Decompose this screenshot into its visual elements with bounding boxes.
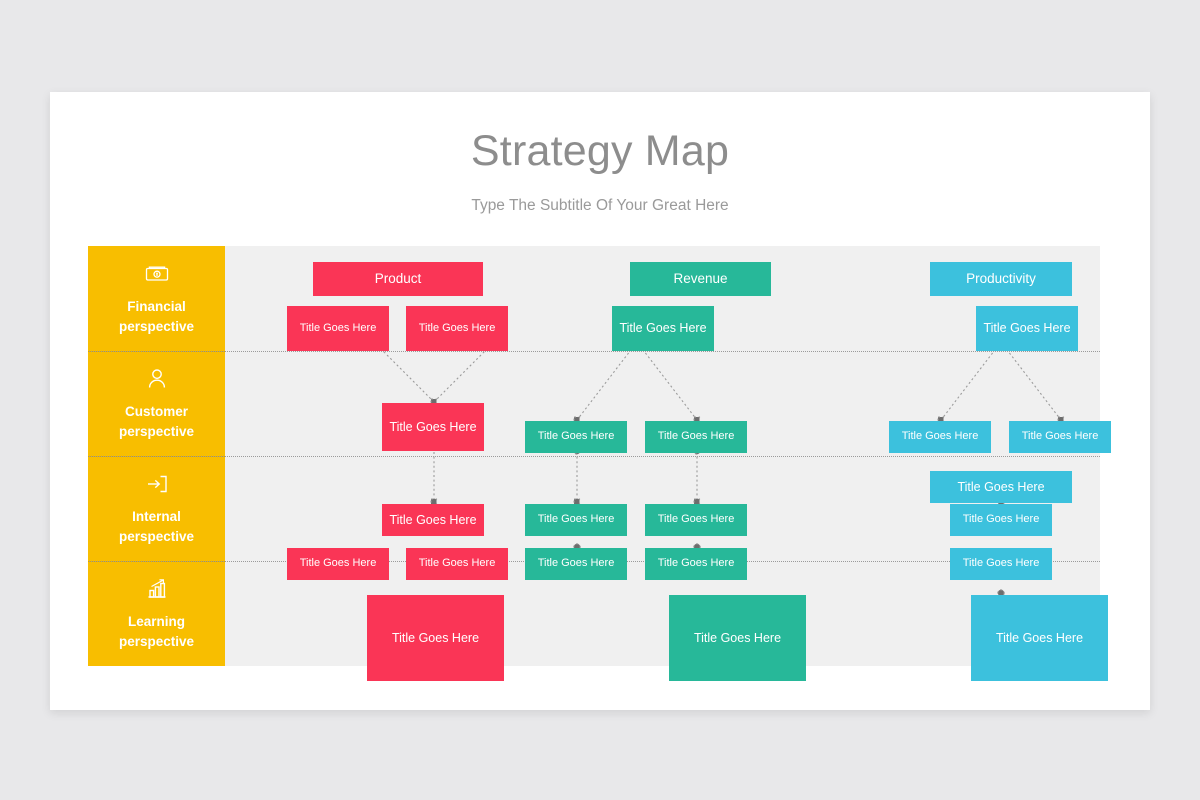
node-financial-red-1[interactable]: Title Goes Here (287, 306, 389, 351)
node-customer-red-1[interactable]: Title Goes Here (382, 403, 484, 451)
node-internal-red-3[interactable]: Title Goes Here (406, 548, 508, 580)
node-internal-red-1[interactable]: Title Goes Here (382, 504, 484, 536)
node-internal-green-1[interactable]: Title Goes Here (525, 504, 627, 536)
node-financial-red-2[interactable]: Title Goes Here (406, 306, 508, 351)
row-divider-1 (88, 351, 1100, 352)
login-arrow-icon (144, 471, 170, 497)
node-financial-green-1[interactable]: Title Goes Here (612, 306, 714, 351)
row-divider-3-yellow (88, 561, 225, 562)
node-learning-green-1[interactable]: Title Goes Here (669, 595, 806, 681)
node-customer-blue-1[interactable]: Title Goes Here (889, 421, 991, 453)
slide-canvas: Strategy Map Type The Subtitle Of Your G… (50, 92, 1150, 710)
node-learning-blue-1[interactable]: Title Goes Here (971, 595, 1108, 681)
column-header-productivity[interactable]: Productivity (930, 262, 1072, 296)
row-divider-1-yellow (88, 351, 225, 352)
node-customer-green-2[interactable]: Title Goes Here (645, 421, 747, 453)
column-header-product[interactable]: Product (313, 262, 483, 296)
node-internal-blue-2[interactable]: Title Goes Here (950, 548, 1052, 580)
row-divider-2 (88, 456, 1100, 457)
growth-chart-icon (144, 576, 170, 602)
row-divider-2-yellow (88, 456, 225, 457)
money-icon (144, 261, 170, 287)
node-customer-blue-2[interactable]: Title Goes Here (1009, 421, 1111, 453)
node-internal-blue-1[interactable]: Title Goes Here (950, 504, 1052, 536)
page-title: Strategy Map (470, 127, 730, 175)
page-subtitle: Type The Subtitle Of Your Great Here (471, 197, 729, 214)
node-internal-green-2[interactable]: Title Goes Here (645, 504, 747, 536)
node-internal-red-2[interactable]: Title Goes Here (287, 548, 389, 580)
node-financial-blue-1[interactable]: Title Goes Here (976, 306, 1078, 351)
node-internal-green-4[interactable]: Title Goes Here (645, 548, 747, 580)
node-learning-red-1[interactable]: Title Goes Here (367, 595, 504, 681)
person-icon (144, 366, 170, 392)
node-customer-blue-3[interactable]: Title Goes Here (930, 471, 1072, 503)
column-header-revenue[interactable]: Revenue (630, 262, 771, 296)
node-customer-green-1[interactable]: Title Goes Here (525, 421, 627, 453)
node-internal-green-3[interactable]: Title Goes Here (525, 548, 627, 580)
